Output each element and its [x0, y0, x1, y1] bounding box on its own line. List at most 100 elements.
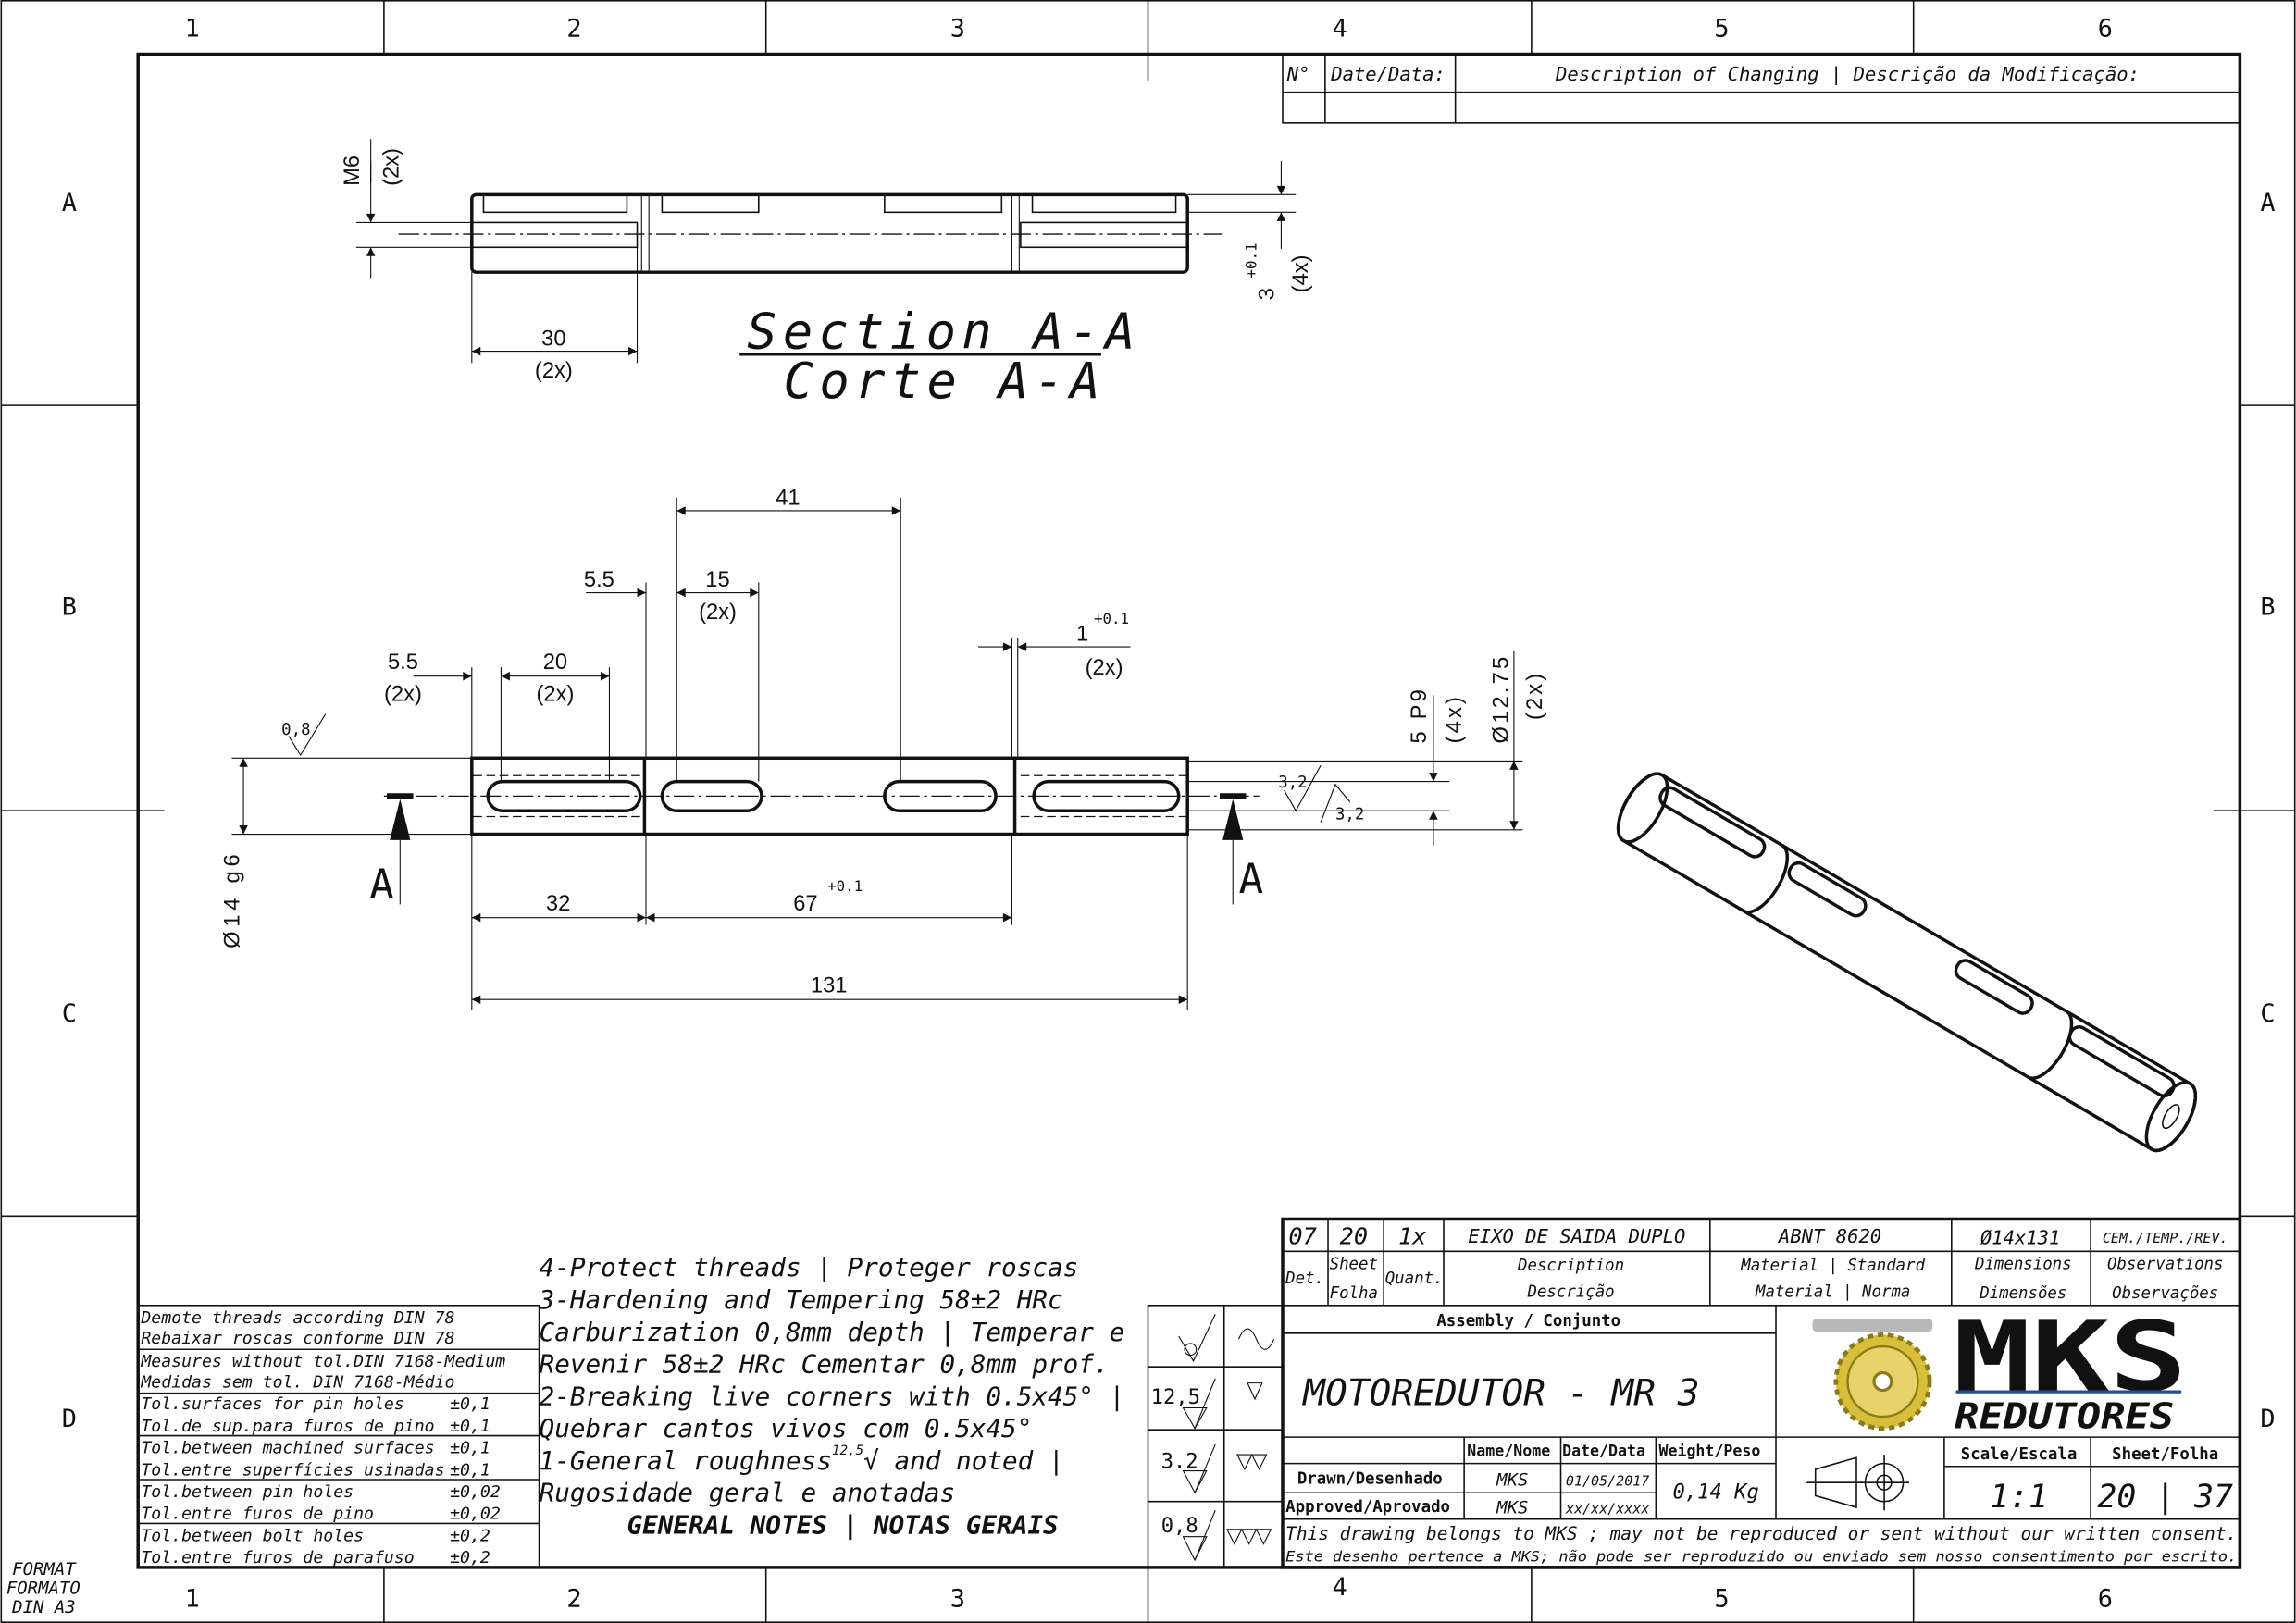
- groove-width: 1: [1076, 623, 1088, 647]
- column-label: 3: [950, 1585, 965, 1614]
- tol-value: ±0,1: [450, 1417, 490, 1436]
- header-text: Sheet: [1330, 1255, 1378, 1273]
- note-line: 3-Hardening and Tempering 58±2 HRc: [539, 1284, 1063, 1315]
- dim-15-qty: (2x): [699, 601, 737, 625]
- rev-header-number: N°: [1286, 63, 1310, 85]
- mks-logo: MKS REDUTORES: [1812, 1301, 2187, 1437]
- note-text: and noted |: [879, 1445, 1064, 1476]
- format-text: DIN A3: [11, 1597, 76, 1617]
- column-label: 5: [1714, 15, 1729, 43]
- scale-header: Scale/Escala: [1961, 1445, 2078, 1464]
- part-sheet: 20: [1340, 1222, 1368, 1249]
- name-header: Name/Nome: [1467, 1443, 1550, 1460]
- section-view: M6 (2x) 30 (2x) 3 +0.1 (4x) Section A-A …: [341, 139, 1313, 410]
- dim-41: 41: [776, 487, 800, 511]
- assembly-label: Assembly / Conjunto: [1436, 1312, 1620, 1331]
- weight-value: 0,14 Kg: [1673, 1481, 1759, 1505]
- header-text: Dimensions: [1974, 1255, 2072, 1273]
- tol-value: ±0,2: [450, 1526, 490, 1545]
- groove-width-tol: +0.1: [1094, 610, 1129, 627]
- disclaimer-portuguese: Este desenho pertence a MKS; não pode se…: [1285, 1548, 2237, 1566]
- dim-131: 131: [811, 973, 848, 997]
- scale-value: 1:1: [1990, 1479, 2048, 1516]
- key-width: 5 P9: [1408, 687, 1432, 743]
- header-text: Folha: [1330, 1284, 1378, 1303]
- tolerance-row: Measures without tol.DIN 7168-MediumMedi…: [140, 1352, 505, 1392]
- tol-value: ±0,2: [450, 1548, 490, 1567]
- row-label: B: [62, 592, 77, 621]
- tol-text: Tol.de sup.para furos de pino: [141, 1417, 434, 1436]
- dim-20-qty: (2x): [537, 683, 575, 707]
- logo-subtext: REDUTORES: [1955, 1396, 2174, 1437]
- tol-value: ±0,1: [450, 1439, 490, 1458]
- header-text: Observações: [2112, 1284, 2218, 1303]
- row-label: D: [62, 1405, 77, 1433]
- row-label: B: [2260, 592, 2275, 621]
- note-line: Rugosidade geral e anotadas: [540, 1478, 956, 1508]
- column-label: 1: [185, 1585, 200, 1614]
- part-description: EIXO DE SAIDA DUPLO: [1468, 1225, 1685, 1247]
- header-text: Quant.: [1385, 1270, 1444, 1288]
- column-label: 2: [566, 15, 581, 43]
- note-roughness-value: 12,5: [832, 1443, 863, 1458]
- projection-symbol-icon: [1806, 1455, 1909, 1511]
- section-mark-left: A: [369, 861, 394, 909]
- header-text: Dimensões: [1979, 1284, 2066, 1303]
- assembly-name: MOTOREDUTOR - MR 3: [1301, 1371, 1699, 1414]
- tol-text: Measures without tol.DIN 7168-Medium: [140, 1352, 505, 1371]
- note-line: 4-Protect threads | Proteger roscas: [540, 1252, 1079, 1282]
- general-notes-title: GENERAL NOTES | NOTAS GERAIS: [627, 1510, 1058, 1541]
- rev-header-description: Description of Changing | Descrição da M…: [1555, 63, 2140, 86]
- thread-length: 30: [541, 327, 565, 351]
- rev-header-date: Date/Data:: [1330, 63, 1446, 85]
- part-material: ABNT 8620: [1777, 1225, 1881, 1247]
- header-text: Observations: [2107, 1255, 2224, 1273]
- title-block: 07 20 1x EIXO DE SAIDA DUPLO ABNT 8620 Ø…: [1281, 1217, 2242, 1569]
- groove-width-qty: (2x): [1086, 656, 1123, 680]
- tol-value: ±0,02: [450, 1505, 501, 1524]
- dim-5-5-end-qty: (2x): [384, 683, 422, 707]
- tol-text: Tol.between bolt holes: [141, 1526, 364, 1545]
- roughness-32-top: 3,2: [1278, 774, 1307, 792]
- weight-header: Weight/Peso: [1658, 1443, 1760, 1460]
- tol-text: Tol.entre furos de pino: [141, 1505, 374, 1524]
- header-text: Descrição: [1527, 1282, 1615, 1301]
- dim-67-tol: +0.1: [827, 877, 863, 895]
- key-depth-tolerance: +0.1: [1243, 242, 1260, 278]
- diameter-14: Ø14 g6: [220, 850, 244, 948]
- roughness-check-icon: √: [863, 1445, 879, 1476]
- diameter-12-75: Ø12.75: [1490, 654, 1514, 744]
- logo-text: MKS: [1953, 1301, 2187, 1414]
- dim-5-5-center: 5.5: [584, 568, 614, 592]
- note-line: 1-General roughness12,5√ and noted |: [540, 1443, 1064, 1476]
- roughness-08: 0,8: [281, 721, 310, 739]
- column-label: 1: [185, 15, 200, 43]
- tol-value: ±0,1: [450, 1394, 490, 1414]
- key-depth-qty: (4x): [1289, 254, 1313, 292]
- section-title: Section A-A: [747, 302, 1141, 360]
- note-line: Quebrar cantos vivos com 0.5x45°: [540, 1413, 1033, 1443]
- roughness-32-bottom: 3,2: [1335, 806, 1364, 824]
- revision-table: N° Date/Data: Description of Changing | …: [1282, 53, 2241, 124]
- title-block-headers: Det. Sheet Folha Quant. Description Desc…: [1285, 1255, 2223, 1303]
- part-det: 07: [1288, 1222, 1316, 1249]
- column-label: 2: [566, 1585, 581, 1614]
- drawn-label: Drawn/Desenhado: [1297, 1470, 1443, 1489]
- tol-text: Tol.between pin holes: [141, 1482, 354, 1502]
- part-dimensions: Ø14x131: [1980, 1226, 2061, 1248]
- sheet-number: 20 | 37: [2097, 1479, 2233, 1516]
- tolerance-row: Demote threads according DIN 78Rebaixar …: [140, 1308, 454, 1348]
- diameter-12-75-qty: (2x): [1523, 671, 1547, 721]
- tol-value: ±0,02: [450, 1482, 501, 1502]
- tol-text: Tol.entre furos de parafuso: [141, 1548, 414, 1567]
- row-label: C: [62, 999, 77, 1028]
- thread-length-qty: (2x): [535, 359, 573, 383]
- format-label: FORMAT FORMATO DIN A3: [6, 1559, 81, 1617]
- column-label: 3: [950, 15, 965, 43]
- tol-value: ±0,1: [450, 1460, 490, 1480]
- note-line: Carburization 0,8mm depth | Temperar e: [540, 1317, 1125, 1347]
- row-label: D: [2260, 1405, 2275, 1433]
